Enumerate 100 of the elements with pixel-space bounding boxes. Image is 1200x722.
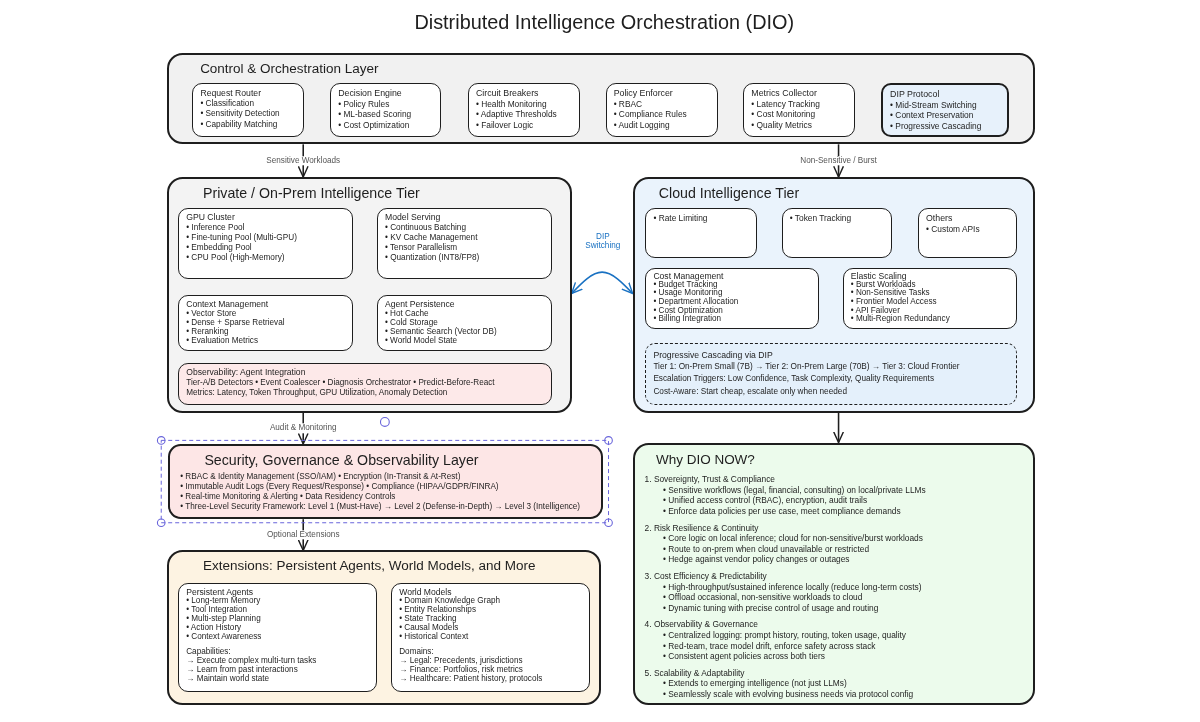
edge-label: DIP Switching	[583, 231, 623, 251]
list-item: • Fine-tuning Pool (Multi-GPU)	[186, 233, 297, 243]
detail-text: Tier-A/B Detectors • Event Coalescer • Diagnosis Orchestrator • Predict-Before-React	[186, 378, 495, 388]
component-card	[645, 267, 819, 329]
component-card	[605, 83, 718, 138]
detail-text: Tier 1: On-Prem Small (7B) → Tier 2: On-Prem Large (70B) → Tier 3: Cloud Frontier	[653, 361, 960, 374]
list-item: • Route to on-prem when cloud unavailable or restricted	[662, 543, 870, 555]
cascading-card	[645, 342, 1018, 406]
section-heading: 2. Risk Resilience & Continuity	[644, 522, 759, 534]
section-heading: 4. Observability & Governance	[644, 619, 758, 630]
component-card	[743, 83, 856, 138]
list-item: → Legal: Precedents, jurisdictions	[399, 657, 523, 666]
list-item: • Non-Sensitive Tasks	[850, 289, 930, 298]
component-card	[192, 83, 305, 138]
list-item: • Enforce data policies per use case, meet compliance demands	[662, 505, 901, 517]
list-item: • Quantization (INT8/FP8)	[385, 253, 480, 263]
list-item: • Dynamic tuning with precise control of usage and routing	[662, 602, 879, 614]
list-item: • Frontier Model Access	[850, 298, 937, 307]
list-item: • Latency Tracking	[751, 98, 820, 110]
list-item: • Semantic Search (Vector DB)	[385, 327, 497, 337]
list-item: • Capability Matching	[200, 119, 278, 131]
list-item: • Extends to emerging intelligence (not just LLMs)	[662, 678, 847, 689]
list-item: • API Failover	[850, 306, 900, 315]
detail-text: Cost-Aware: Start cheap, escalate only when needed	[653, 385, 847, 398]
list-item: • RBAC	[613, 98, 643, 110]
list-item: • Real-time Monitoring & Alerting • Data Residency Controls	[180, 492, 396, 502]
component-card	[842, 267, 1018, 329]
list-item: • World Model State	[385, 336, 458, 346]
edge-label: Optional Extensions	[265, 530, 341, 540]
component-card	[391, 582, 590, 693]
list-item: • RBAC & Identity Management (SSO/IAM) • Encryption (In-Transit & At-Rest)	[180, 472, 461, 482]
list-item: • Billing Integration	[653, 315, 722, 324]
list-item: • Embedding Pool	[186, 243, 252, 253]
card-heading: Policy Enforcer	[613, 88, 673, 99]
layer-panel	[168, 443, 603, 520]
info-panel	[632, 442, 1035, 706]
list-item: • Context Awareness	[186, 632, 262, 642]
component-card	[178, 294, 353, 352]
list-item: • Multi-step Planning	[186, 615, 261, 624]
list-item: • Failover Logic	[475, 119, 534, 131]
section-heading: 5. Scalability & Adaptability	[644, 667, 745, 679]
list-item: • Context Preservation	[890, 110, 974, 121]
list-item: • Compliance Rules	[613, 109, 687, 120]
component-card	[376, 294, 552, 352]
arrow	[833, 411, 845, 444]
list-item: • Adaptive Thresholds	[475, 109, 557, 120]
card-heading: DIP Protocol	[890, 89, 940, 100]
component-card	[781, 208, 893, 258]
card-heading: Metrics Collector	[751, 88, 817, 99]
list-item: • Historical Context	[399, 632, 469, 642]
list-item: • Continuous Batching	[385, 223, 466, 233]
section-heading: 3. Cost Efficiency & Predictability	[644, 571, 767, 582]
list-item: • High-throughput/sustained inference locally (reduce long-term costs)	[662, 581, 922, 593]
layer-panel	[166, 550, 602, 706]
edge-label: Non-Sensitive / Burst	[799, 155, 878, 166]
list-item: • Usage Monitoring	[653, 289, 723, 299]
tier-panel	[632, 176, 1035, 413]
card-heading: Progressive Cascading via DIP	[653, 348, 773, 362]
sub-heading: Capabilities:	[186, 648, 231, 657]
section-heading: 1. Sovereignty, Trust & Compliance	[644, 474, 775, 485]
panel-title: Extensions: Persistent Agents, World Models, and More	[202, 558, 536, 575]
component-card	[881, 83, 1009, 138]
card-heading: Context Management	[186, 299, 269, 310]
list-item: • Custom APIs	[926, 223, 980, 235]
list-item: → Maintain world state	[186, 675, 270, 685]
list-item: • Vector Store	[186, 309, 237, 319]
list-item: → Finance: Portfolios, risk metrics	[399, 666, 523, 675]
list-item: • Inference Pool	[186, 223, 245, 233]
component-card	[178, 208, 353, 280]
list-item: • CPU Pool (High-Memory)	[186, 253, 285, 263]
list-item: • Token Tracking	[789, 213, 852, 224]
component-card	[178, 582, 377, 693]
card-heading: World Models	[399, 588, 452, 598]
card-heading: Agent Persistence	[385, 299, 455, 309]
card-heading: Others	[926, 213, 953, 224]
list-item: • Domain Knowledge Graph	[399, 597, 500, 606]
edge-label: Audit & Monitoring	[268, 423, 338, 433]
list-item: • ML-based Scoring	[338, 109, 412, 120]
list-item: • Department Allocation	[653, 298, 739, 307]
diagram-title: Distributed Intelligence Orchestration (DIO)	[414, 10, 795, 34]
edge-label: Sensitive Workloads	[265, 155, 342, 166]
list-item: • Multi-Region Redundancy	[850, 315, 950, 324]
component-card	[917, 208, 1018, 258]
card-heading: Elastic Scaling	[850, 272, 907, 281]
panel-title: Private / On-Prem Intelligence Tier	[202, 184, 420, 202]
list-item: • Reranking	[186, 327, 229, 337]
observability-card	[178, 362, 552, 406]
list-item: • Sensitive workflows (legal, financial, consulting) on local/private LLMs	[662, 484, 926, 496]
list-item: • Immutable Audit Logs (Every Request/Response) • Compliance (HIPAA/GDPR/FINRA)	[180, 482, 499, 492]
card-heading: GPU Cluster	[186, 213, 235, 223]
list-item: • Action History	[186, 624, 242, 633]
component-card	[645, 208, 758, 258]
list-item: • Red-team, trace model drift, enforce safety across stack	[662, 640, 876, 651]
panel-title: Why DIO NOW?	[655, 451, 755, 468]
list-item: • Progressive Cascading	[890, 120, 982, 132]
list-item: • Long-term Memory	[186, 597, 261, 606]
list-item: • Entity Relationships	[399, 606, 476, 615]
list-item: • Policy Rules	[338, 98, 390, 110]
list-item: • Sensitivity Detection	[200, 109, 280, 120]
list-item: • Burst Workloads	[850, 280, 916, 289]
